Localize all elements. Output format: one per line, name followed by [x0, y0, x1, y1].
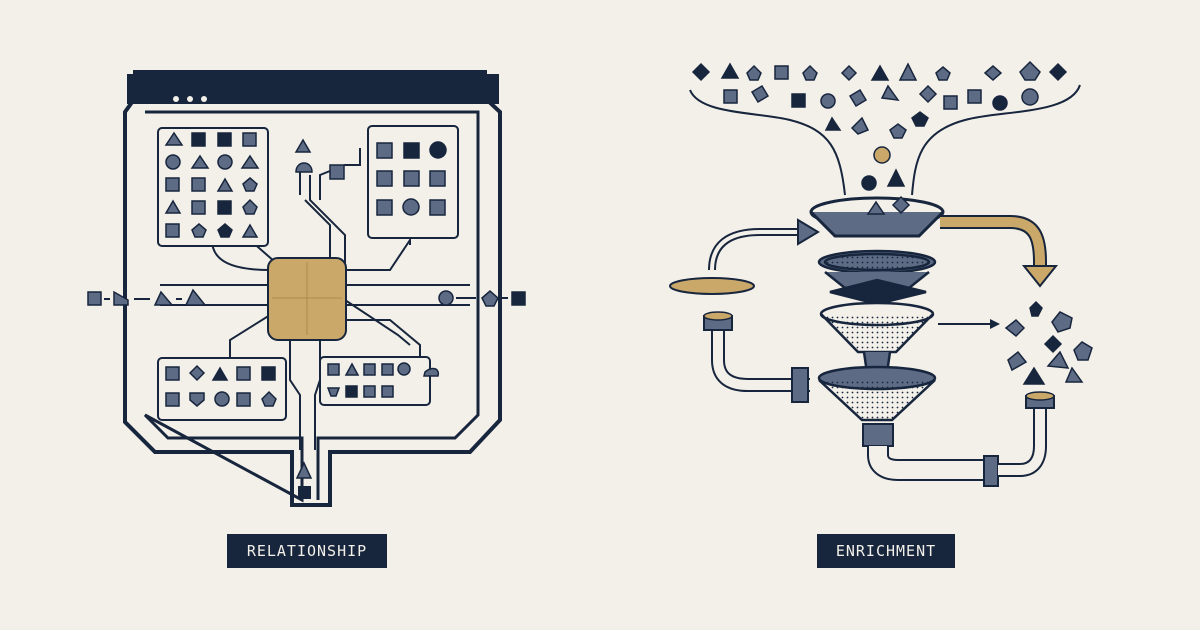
card-bottom-left-shapes — [165, 364, 277, 407]
left-loop-arrow — [708, 228, 800, 271]
sieve-stack — [817, 249, 937, 422]
tree-top-dome — [295, 162, 313, 173]
card-top-left-shapes — [164, 131, 260, 238]
top-bowl-body — [809, 210, 945, 238]
window-frame-inner — [143, 110, 480, 503]
enrichment-label: ENRICHMENT — [817, 534, 955, 568]
funnel-intake-curves — [689, 84, 1081, 196]
exit-triangle — [295, 461, 313, 479]
enrichment-diagram — [669, 60, 1093, 487]
left-input-shapes — [87, 288, 207, 306]
window-dot-2 — [187, 96, 193, 102]
right-output-shapes — [438, 290, 526, 307]
bottom-pipe — [862, 391, 1055, 487]
relationship-diagram — [87, 70, 526, 507]
output-shape-cluster — [1004, 300, 1093, 385]
card-bottom-right-shapes — [326, 362, 440, 398]
tree-top-square — [329, 164, 345, 180]
exit-square — [298, 486, 311, 499]
card-top-left — [157, 127, 269, 247]
card-top-right-shapes — [376, 141, 447, 216]
input-shape-cloud — [691, 60, 1068, 191]
tree-top-triangle — [294, 138, 312, 153]
relationship-label: RELATIONSHIP — [227, 534, 387, 568]
left-pipe — [703, 311, 810, 403]
window-dot-1 — [173, 96, 179, 102]
gold-token — [873, 146, 891, 164]
gold-disc — [669, 277, 755, 295]
window-titlebar — [127, 74, 499, 104]
window-dot-3 — [201, 96, 207, 102]
